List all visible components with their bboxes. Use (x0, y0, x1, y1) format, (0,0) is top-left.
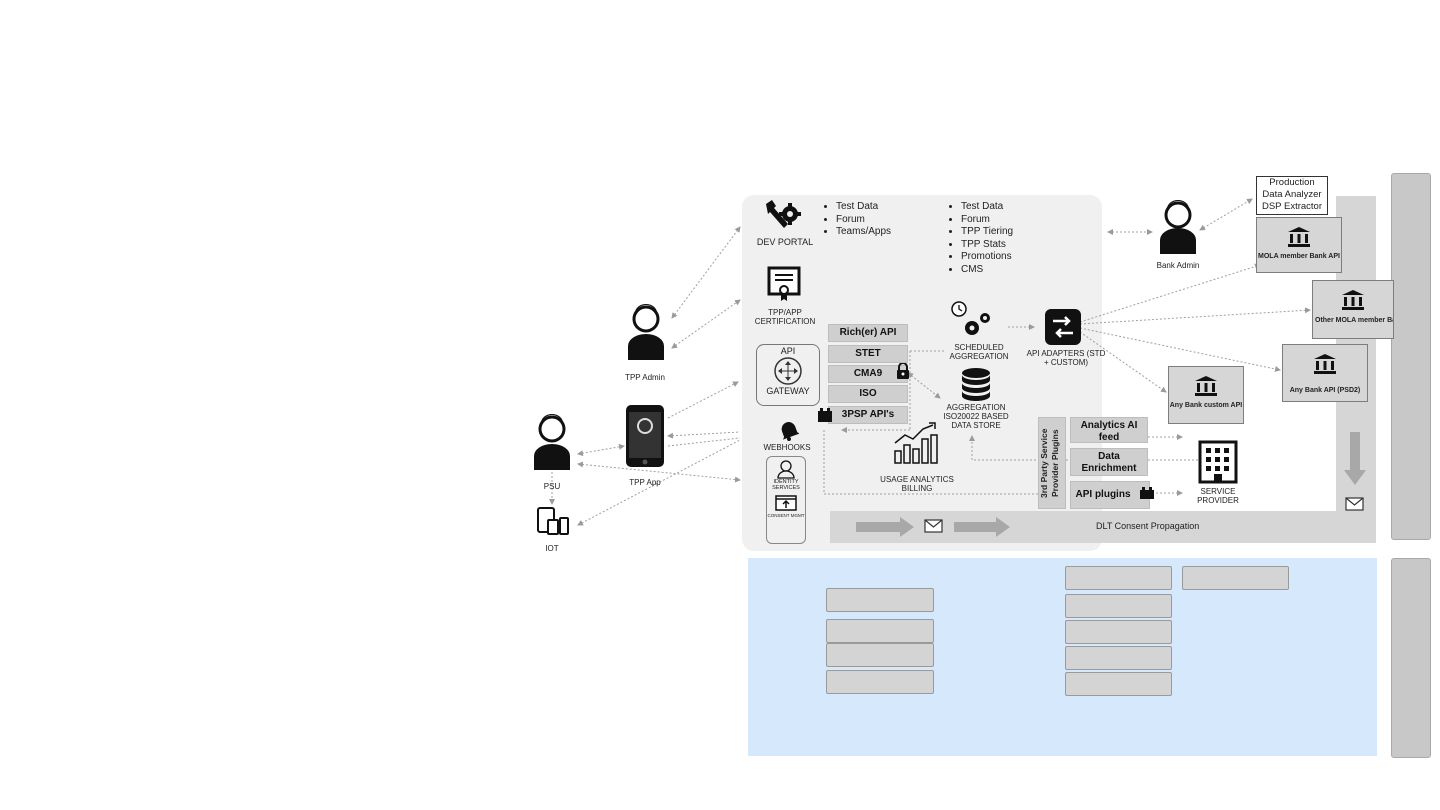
list-item: Test Data (836, 201, 891, 214)
tpp-admin-person-icon (624, 304, 668, 362)
dlt-label: DLT Consent Propagation (1096, 521, 1200, 531)
api-pill-richer: Rich(er) API (828, 324, 908, 342)
bank-box-other-mola: Other MOLA member Bank API (FAF) (1312, 280, 1394, 339)
iot-label: IOT (545, 544, 559, 553)
dev-portal-list-2: Test Data Forum TPP Tiering TPP Stats Pr… (947, 201, 1013, 276)
gateway-compass-icon (774, 357, 802, 386)
plugin-api-plugins: API plugins (1070, 481, 1150, 509)
blue-box (1065, 620, 1172, 644)
plugin-api-plugins-label: API plugins (1075, 489, 1131, 500)
list-item: Forum (836, 214, 891, 227)
blue-box (826, 619, 934, 643)
plugins-title: 3rd Party Service Provider Plugins (1039, 428, 1060, 498)
api-pill-3psp: 3PSP API's (828, 406, 908, 424)
webhooks-label: WEBHOOKS (763, 443, 811, 452)
blue-box (826, 588, 934, 612)
bank-box-mola: MOLA member Bank API (1256, 217, 1342, 273)
production-box: Production Data Analyzer DSP Extractor (1256, 176, 1328, 215)
certification-label: TPP/APP CERTIFICATION (754, 308, 816, 327)
gateway-api-label: API (780, 346, 796, 356)
plugin-analytics: Analytics AI feed (1070, 417, 1148, 443)
user-outline-icon (777, 460, 795, 479)
bell-icon (779, 419, 799, 441)
list-item: CMS (961, 264, 1013, 277)
bank-icon (1342, 290, 1364, 310)
scheduled-label: SCHEDULED AGGREGATION (949, 343, 1009, 362)
bank-label: Any Bank custom API (1169, 402, 1243, 409)
list-item: Forum (961, 214, 1013, 227)
right-side-bar-bottom (1391, 558, 1431, 758)
api-pill-cma9: CMA9 (828, 365, 908, 383)
consent-screen-icon (775, 494, 797, 511)
tpp-admin-label: TPP Admin (625, 373, 665, 382)
analytics-label: USAGE ANALYTICS BILLING (880, 475, 954, 494)
api-gateway: API GATEWAY (756, 344, 820, 406)
right-side-bar-top (1391, 173, 1431, 540)
psu-person-icon (530, 414, 574, 472)
gateway-label: GATEWAY (766, 386, 810, 397)
bank-icon (1288, 227, 1310, 247)
api-pill-iso: ISO (828, 385, 908, 403)
blue-box (1065, 566, 1172, 590)
psu-label: PSU (543, 482, 561, 491)
bank-label: Other MOLA member Bank API (FAF) (1315, 317, 1393, 324)
list-item: TPP Stats (961, 239, 1013, 252)
list-item: Promotions (961, 251, 1013, 264)
bank-admin-label: Bank Admin (1156, 261, 1200, 270)
dev-portal-list-1: Test Data Forum Teams/Apps (822, 201, 891, 239)
database-icon (960, 367, 992, 401)
identity-consent-group: IDENTITY SERVICES CONSENT MGMT (766, 456, 806, 544)
lock-icon (896, 363, 910, 379)
list-item: Teams/Apps (836, 226, 891, 239)
plugin-icon (1139, 486, 1155, 500)
blue-box (1182, 566, 1289, 590)
bank-box-custom: Any Bank custom API (1168, 366, 1244, 424)
analytics-chart-icon (893, 421, 939, 465)
production-line: Production (1269, 177, 1315, 188)
api-adapters-icon (1044, 308, 1082, 346)
consent-label: CONSENT MGMT (767, 512, 805, 518)
bank-label: Any Bank API (PSD2) (1289, 387, 1361, 394)
smartphone-icon (625, 404, 665, 468)
dev-portal-label: DEV PORTAL (756, 237, 814, 247)
identity-label: IDENTITY SERVICES (772, 479, 800, 492)
production-line: Data Analyzer (1262, 189, 1322, 200)
blue-box (826, 643, 934, 667)
bank-label: MOLA member Bank API (1258, 253, 1340, 260)
building-icon (1198, 440, 1238, 484)
blue-box (1065, 594, 1172, 618)
bank-icon (1195, 376, 1217, 396)
bank-box-psd2: Any Bank API (PSD2) (1282, 344, 1368, 402)
blue-box (826, 670, 934, 694)
plugin-icon (817, 407, 833, 423)
iot-devices-icon (536, 506, 570, 536)
plugin-enrichment: Data Enrichment (1070, 448, 1148, 476)
tpp-app-label: TPP App (629, 478, 661, 487)
clock-gears-icon (950, 300, 996, 338)
adapters-label: API ADAPTERS (STD + CUSTOM) (1026, 349, 1106, 368)
production-line: DSP Extractor (1261, 201, 1322, 212)
api-pill-stet: STET (828, 345, 908, 363)
list-item: TPP Tiering (961, 226, 1013, 239)
dlt-bar: DLT Consent Propagation (830, 511, 1376, 543)
list-item: Test Data (961, 201, 1013, 214)
plugins-title-box: 3rd Party Service Provider Plugins (1038, 417, 1066, 509)
blue-box (1065, 672, 1172, 696)
blue-box (1065, 646, 1172, 670)
bank-admin-person-icon (1156, 200, 1200, 256)
service-provider-label: SERVICE PROVIDER (1197, 487, 1239, 506)
wrench-gear-icon (764, 198, 802, 232)
bank-icon (1314, 354, 1336, 374)
aggregation-label: AGGREGATION ISO20022 BASED DATA STORE (943, 403, 1009, 431)
certificate-icon (767, 266, 801, 302)
